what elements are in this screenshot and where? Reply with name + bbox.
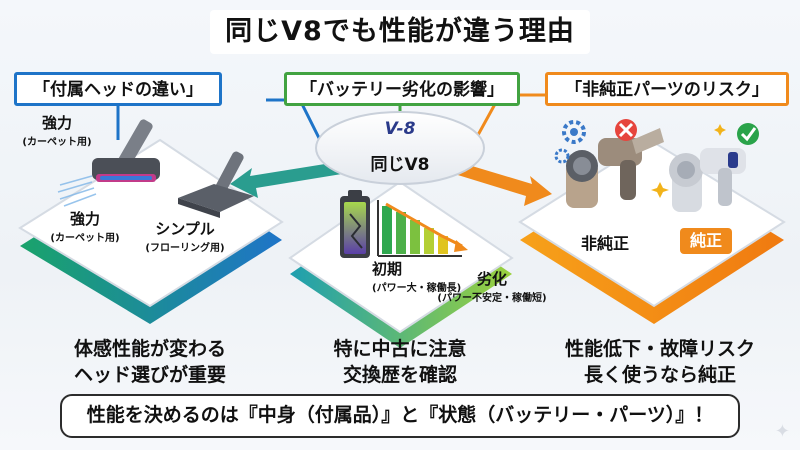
head1-sub: (カーペット用): [22, 137, 92, 148]
v8-logo: V-8: [384, 119, 416, 139]
center-caption-line2: 交換歴を確認: [342, 364, 457, 386]
floor-head-graphic: [178, 151, 254, 218]
arrow-left: [230, 160, 354, 198]
center-caption-line1: 特に中古に注意: [333, 338, 467, 360]
right-caption-line2: 長く使うなら純正: [583, 364, 736, 386]
left-caption: 体感性能が変わる ヘッド選びが重要: [30, 336, 270, 388]
banner-battery-degradation: 「バッテリー劣化の影響」: [284, 72, 520, 106]
hub-label: 同じV8: [370, 155, 430, 175]
head2-label: 強力 (カーペット用): [40, 208, 130, 244]
check-icon: [737, 123, 759, 145]
carpet-head-graphic: [57, 119, 160, 207]
degraded-sub: (パワー不安定・稼働短): [437, 293, 547, 304]
genuine-vacuum-graphic: [669, 148, 746, 212]
genuine-badge: 純正: [680, 228, 732, 254]
banner-non-genuine-risk: 「非純正パーツのリスク」: [545, 72, 789, 106]
sparkle-icon: [651, 124, 726, 198]
banner-head-difference: 「付属ヘッドの違い」: [14, 72, 222, 106]
error-icon: [615, 119, 637, 141]
degraded-label: 劣化 (パワー不安定・稼働短): [428, 268, 556, 304]
page-title: 同じV8でも性能が違う理由: [210, 10, 590, 54]
head3-label: シンプル (フローリング用): [130, 218, 240, 254]
left-caption-line2: ヘッド選びが重要: [73, 364, 226, 386]
non-genuine-label: 非純正: [580, 234, 629, 253]
head1-label: 強力 (カーペット用): [22, 112, 92, 148]
bottom-message: 性能を決めるのは『中身（付属品）』と『状態（バッテリー・パーツ）』！: [60, 394, 740, 438]
sparkle-watermark-icon: ✦: [774, 421, 790, 442]
early-label: 初期 (パワー大・稼働長): [372, 258, 462, 294]
degraded-title: 劣化: [476, 270, 507, 288]
head2-title: 強力: [69, 210, 100, 228]
early-title: 初期: [372, 260, 403, 278]
head1-title: 強力: [41, 114, 72, 132]
battery-graphic: [340, 190, 370, 258]
gear-icon-small: [554, 148, 570, 164]
gear-icon: [562, 120, 586, 144]
left-caption-line1: 体感性能が変わる: [73, 338, 226, 360]
head3-title: シンプル: [155, 220, 215, 238]
early-sub: (パワー大・稼働長): [372, 283, 462, 294]
right-caption: 性能低下・故障リスク 長く使うなら純正: [530, 336, 790, 388]
center-caption: 特に中古に注意 交換歴を確認: [290, 336, 510, 388]
head3-sub: (フローリング用): [145, 243, 225, 254]
right-caption-line1: 性能低下・故障リスク: [564, 338, 755, 360]
arrow-right: [448, 160, 552, 206]
non-genuine-vacuum-graphic: [566, 128, 664, 208]
hub-disc: [315, 111, 485, 185]
degradation-bars: [377, 200, 468, 257]
head2-sub: (カーペット用): [50, 233, 120, 244]
